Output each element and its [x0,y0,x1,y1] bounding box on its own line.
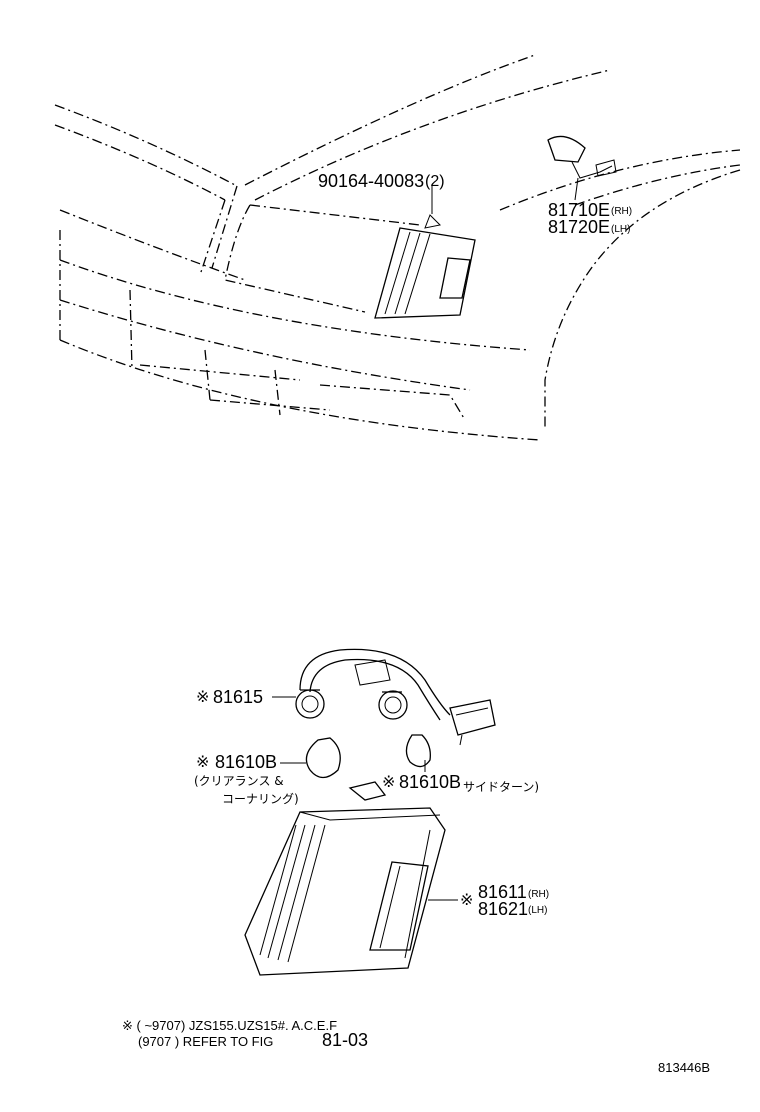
note-line-2: (9707 ) REFER TO FIG [138,1034,273,1049]
socket-rh-part-number: 81710E [548,200,610,220]
bulb-side-turn-desc: サイドターン) [463,780,539,794]
bulb-clearance-part-number: 81610B [215,752,277,772]
figure-id: 813446B [658,1060,710,1075]
bulb-clearance-mark: ※ [196,754,209,771]
screw-quantity: (2) [425,173,445,190]
exploded-lamp-assembly [244,648,496,976]
screw-part-number: 90164-40083 [318,171,424,191]
lamp-lh-part-number: 81621 [478,899,528,919]
note-figure-reference: 81-03 [322,1030,368,1050]
lamp-rh-part-number: 81611 [478,882,527,902]
socket-lh-side: (LH) [611,224,630,235]
bulb-socket-mark: ※ [196,689,209,706]
car-front-outline [54,54,741,441]
lamp-rh-side: (RH) [528,889,549,900]
bulb-clearance-desc-line1: (クリアランス & [194,774,284,788]
bulb-side-turn-mark: ※ [382,774,395,791]
socket-rh-side: (RH) [611,206,632,217]
bulb-clearance-desc-line2: コーナリング) [222,792,299,806]
bulb-side-turn-part-number: 81610B [399,772,461,792]
lamp-mark: ※ [460,892,473,909]
bulb-socket-part-number: 81615 [213,687,263,707]
note-line-1: ※ ( ~9707) JZS155.UZS15#. A.C.E.F [122,1018,337,1033]
socket-lh-part-number: 81720E [548,217,610,237]
lamp-lh-side: (LH) [528,905,547,916]
